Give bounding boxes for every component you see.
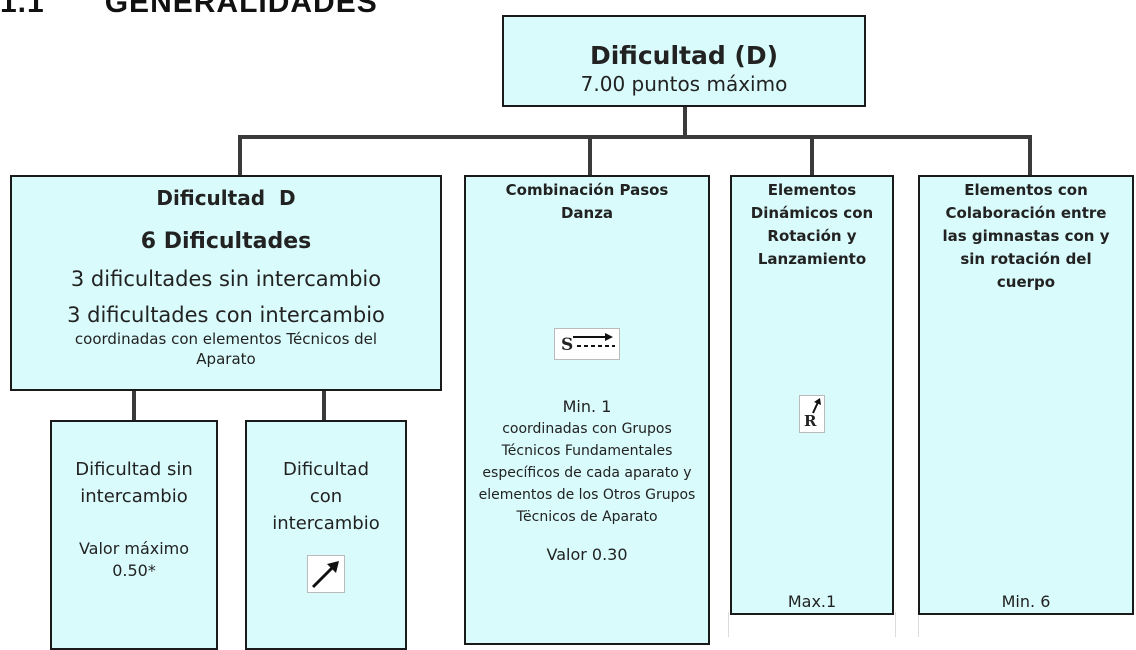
dance-steps-min: Min. 1 [562, 397, 612, 416]
dance-steps-desc: coordinadas con Grupos Técnicos Fundamen… [478, 421, 696, 525]
r-icon-letter: R [804, 412, 817, 430]
root-subtitle: 7.00 puntos máximo [580, 72, 788, 96]
dance-steps-box: Combinación Pasos Danza S Min. 1 coordin… [464, 175, 710, 645]
difficulty-d-line2: 3 dificultades con intercambio [67, 303, 385, 327]
sin-intercambio-box: Dificultad sin intercambio Valor máximo … [50, 420, 218, 650]
page-heading: 1.1 GENERALIDADES [0, 0, 378, 20]
dance-steps-title: Combinación Pasos Danza [505, 181, 669, 222]
dynamic-elements-title: Elementos Dinámicos con Rotación y Lanza… [750, 181, 874, 268]
difficulty-d-line1: 3 dificultades sin intercambio [70, 267, 382, 291]
con-intercambio-label: Dificultad con intercambio [272, 459, 380, 534]
r-arrow-icon: R [799, 395, 825, 433]
dance-icon-letter: S [561, 335, 574, 355]
difficulty-d-title: Dificultad D [156, 186, 296, 210]
divider-line [728, 612, 729, 637]
connector-drop-sin [132, 390, 136, 420]
collaboration-min: Min. 6 [1001, 592, 1051, 611]
connector-drop-con [322, 390, 326, 420]
collaboration-box: Elementos con Colaboración entre las gim… [918, 175, 1134, 615]
sin-intercambio-value: Valor máximo 0.50* [78, 539, 190, 580]
dance-steps-s-arrow-icon: S [554, 328, 620, 360]
difficulty-d-box: Dificultad D 6 Dificultades 3 dificultad… [10, 175, 442, 391]
section-title: GENERALIDADES [104, 0, 378, 19]
dance-steps-value: Valor 0.30 [546, 545, 628, 564]
difficulty-root-box: Dificultad (D) 7.00 puntos máximo [502, 15, 866, 107]
con-intercambio-box: Dificultad con intercambio [245, 420, 407, 650]
difficulty-d-count: 6 Dificultades [140, 229, 312, 254]
connector-drop-dynamic [810, 135, 814, 175]
connector-top-vertical [683, 105, 687, 139]
connector-drop-collab [1028, 135, 1032, 175]
divider-line [918, 612, 919, 637]
dynamic-elements-box: Elementos Dinámicos con Rotación y Lanza… [730, 175, 894, 615]
dynamic-max: Max.1 [787, 592, 837, 611]
difficulty-d-note: coordinadas con elementos Técnicos del A… [74, 330, 378, 368]
section-number: 1.1 [0, 0, 45, 19]
connector-drop-d [238, 135, 242, 175]
connector-drop-dance [588, 135, 592, 175]
diagonal-arrow-icon [307, 555, 345, 593]
divider-line [895, 612, 896, 637]
root-title: Dificultad (D) [589, 41, 779, 70]
connector-horizontal-bar [238, 135, 1032, 139]
collaboration-title: Elementos con Colaboración entre las gim… [942, 181, 1110, 291]
sin-intercambio-label: Dificultad sin intercambio [75, 459, 193, 507]
